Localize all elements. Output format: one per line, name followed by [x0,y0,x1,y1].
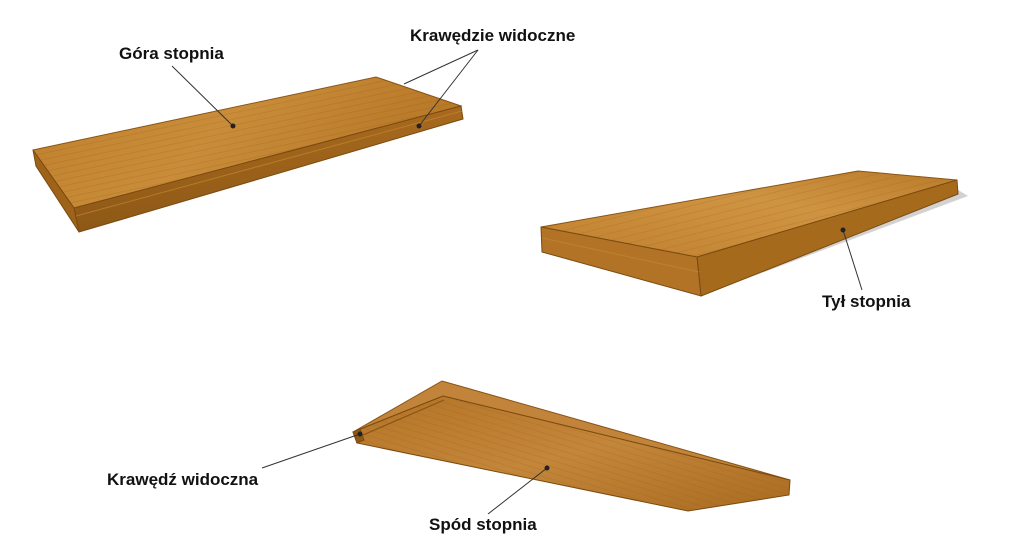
leader-krawedz [261,433,361,469]
leader-lines [171,49,863,515]
dot-krawedz [357,431,363,437]
label-krawedz-widoczna: Krawędź widoczna [107,470,259,489]
label-gora-stopnia: Góra stopnia [119,44,224,63]
leader-krawedzie-2 [418,49,479,127]
board-left-end [32,149,80,233]
dot-spod [544,465,550,471]
leader-dots [230,123,846,471]
label-spod-stopnia: Spód stopnia [429,515,537,534]
dot-gora [230,123,236,129]
leader-spod [487,467,548,515]
leader-gora [171,65,234,127]
board-back-left-end [540,226,702,297]
dot-krawedzie [416,123,422,129]
dot-tyl [840,227,846,233]
leader-tyl [842,229,863,291]
board-back-view [540,170,968,297]
board-top-view [32,76,464,233]
label-tyl-stopnia: Tył stopnia [822,292,911,311]
board-bottom-view [352,380,791,512]
leader-krawedzie-1 [403,49,479,85]
label-krawedzie-widoczne: Krawędzie widoczne [410,26,576,45]
